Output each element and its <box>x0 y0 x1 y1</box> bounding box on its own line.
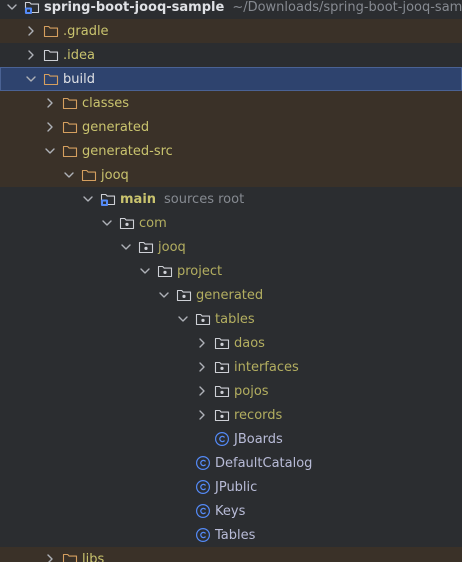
chevron-down-icon[interactable] <box>5 0 19 14</box>
tree-row-label: generated <box>196 287 264 303</box>
tree-row-label: .gradle <box>63 23 109 39</box>
tree-row-jooq-dir[interactable]: jooq <box>0 163 462 187</box>
tree-row-label: DefaultCatalog <box>215 455 313 471</box>
tree-row-defaultcatalog[interactable]: DefaultCatalog <box>0 451 462 475</box>
tree-row-libs[interactable]: libs <box>0 547 462 562</box>
chevron-right-icon[interactable] <box>24 24 38 38</box>
package-icon <box>176 287 192 303</box>
chevron-right-icon[interactable] <box>24 48 38 62</box>
chevron-down-icon[interactable] <box>81 192 95 206</box>
tree-row-jpublic[interactable]: JPublic <box>0 475 462 499</box>
chevron-right-icon[interactable] <box>43 552 57 562</box>
chevron-right-icon[interactable] <box>43 96 57 110</box>
package-icon <box>214 407 230 423</box>
chevron-right-icon[interactable] <box>195 360 209 374</box>
tree-row-idea[interactable]: .idea <box>0 43 462 67</box>
tree-row-label: Tables <box>215 527 256 543</box>
tree-row-pojos[interactable]: pojos <box>0 379 462 403</box>
folder-excluded-icon <box>43 23 59 39</box>
folder-excluded-icon <box>62 143 78 159</box>
tree-row-gradle[interactable]: .gradle <box>0 19 462 43</box>
tree-row-build[interactable]: build <box>0 67 462 91</box>
chevron-down-icon[interactable] <box>62 168 76 182</box>
tree-row-jboards[interactable]: JBoards <box>0 427 462 451</box>
tree-row-label: com <box>139 215 167 231</box>
tree-row-tables-class[interactable]: Tables <box>0 523 462 547</box>
tree-row-label: build <box>63 71 95 87</box>
tree-row-label: generated <box>82 119 150 135</box>
folder-excluded-icon <box>62 551 78 562</box>
tree-row-keys[interactable]: Keys <box>0 499 462 523</box>
package-icon <box>157 263 173 279</box>
chevron-right-icon[interactable] <box>195 336 209 350</box>
tree-row-root[interactable]: spring-boot-jooq-sample ~/Downloads/sprin… <box>0 0 462 19</box>
tree-row-label: generated-src <box>82 143 173 159</box>
class-icon <box>195 503 211 519</box>
tree-row-hint: ~/Downloads/spring-boot-jooq-sample <box>232 0 462 15</box>
tree-row-label: JPublic <box>215 479 258 495</box>
tree-row-label: main <box>120 191 157 207</box>
tree-row-interfaces[interactable]: interfaces <box>0 355 462 379</box>
tree-row-label: JBoards <box>234 431 283 447</box>
folder-icon <box>43 47 59 63</box>
tree-row-label: daos <box>234 335 265 351</box>
package-icon <box>138 239 154 255</box>
tree-row-generated-src[interactable]: generated-src <box>0 139 462 163</box>
tree-row-jooq-pkg[interactable]: jooq <box>0 235 462 259</box>
tree-row-label: pojos <box>234 383 269 399</box>
tree-row-main[interactable]: main sources root <box>0 187 462 211</box>
package-icon <box>214 383 230 399</box>
source-root-icon <box>100 191 116 207</box>
chevron-right-icon[interactable] <box>195 408 209 422</box>
tree-row-tables[interactable]: tables <box>0 307 462 331</box>
tree-row-classes[interactable]: classes <box>0 91 462 115</box>
folder-excluded-icon <box>81 167 97 183</box>
folder-excluded-icon <box>62 119 78 135</box>
package-icon <box>214 335 230 351</box>
tree-row-generated-pkg[interactable]: generated <box>0 283 462 307</box>
folder-excluded-icon <box>43 71 59 87</box>
tree-row-label: jooq <box>158 239 186 255</box>
class-icon <box>195 455 211 471</box>
module-folder-icon <box>24 0 40 15</box>
tree-row-label: records <box>234 407 283 423</box>
chevron-down-icon[interactable] <box>157 288 171 302</box>
tree-row-label: libs <box>82 551 105 562</box>
tree-row-hint: sources root <box>164 191 245 207</box>
chevron-down-icon[interactable] <box>176 312 190 326</box>
tree-row-label: Keys <box>215 503 246 519</box>
tree-row-label: jooq <box>101 167 129 183</box>
package-icon <box>214 359 230 375</box>
chevron-right-icon[interactable] <box>195 384 209 398</box>
chevron-right-icon[interactable] <box>43 120 57 134</box>
class-icon <box>195 527 211 543</box>
chevron-down-icon[interactable] <box>138 264 152 278</box>
tree-row-daos[interactable]: daos <box>0 331 462 355</box>
tree-row-generated[interactable]: generated <box>0 115 462 139</box>
tree-row-label: .idea <box>63 47 95 63</box>
package-icon <box>119 215 135 231</box>
class-icon <box>214 431 230 447</box>
chevron-down-icon[interactable] <box>24 72 38 86</box>
tree-row-records[interactable]: records <box>0 403 462 427</box>
chevron-down-icon[interactable] <box>100 216 114 230</box>
tree-row-label: classes <box>82 95 130 111</box>
tree-row-label: project <box>177 263 223 279</box>
tree-row-label: tables <box>215 311 255 327</box>
tree-row-project[interactable]: project <box>0 259 462 283</box>
class-icon <box>195 479 211 495</box>
tree-row-com[interactable]: com <box>0 211 462 235</box>
tree-row-label: interfaces <box>234 359 299 375</box>
chevron-down-icon[interactable] <box>43 144 57 158</box>
tree-row-label: spring-boot-jooq-sample <box>44 0 225 15</box>
folder-excluded-icon <box>62 95 78 111</box>
package-icon <box>195 311 211 327</box>
chevron-down-icon[interactable] <box>119 240 133 254</box>
